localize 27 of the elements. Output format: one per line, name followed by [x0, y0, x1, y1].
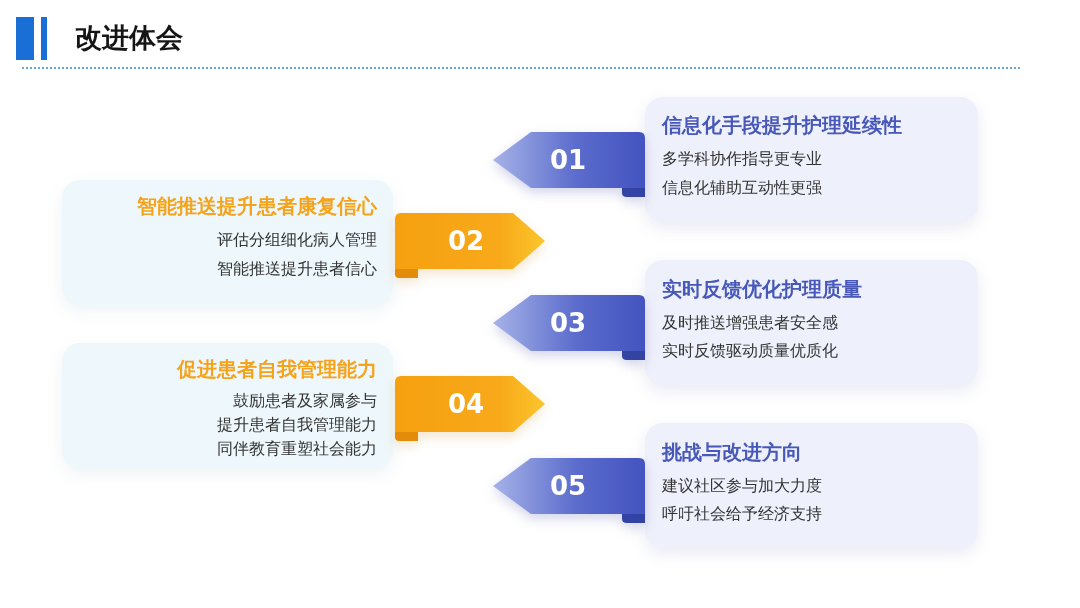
- step-number: 03: [548, 307, 588, 340]
- card-heading: 促进患者自我管理能力: [177, 356, 377, 383]
- card-text: 同伴教育重塑社会能力: [217, 439, 377, 460]
- step-number: 05: [548, 470, 588, 503]
- card-text: 鼓励患者及家属参与: [233, 391, 377, 412]
- card-text: 建议社区参与加大力度: [662, 476, 822, 497]
- card-text: 信息化辅助互动性更强: [662, 178, 822, 199]
- text-card: [62, 343, 393, 468]
- text-card: [645, 97, 978, 222]
- card-text: 及时推送增强患者安全感: [662, 313, 838, 334]
- card-text: 实时反馈驱动质量优质化: [662, 341, 838, 362]
- card-heading: 挑战与改进方向: [662, 439, 802, 466]
- card-text: 提升患者自我管理能力: [217, 415, 377, 436]
- step-number: 02: [446, 225, 486, 258]
- text-card: [62, 180, 393, 305]
- card-text: 呼吁社会给予经济支持: [662, 504, 822, 525]
- card-heading: 信息化手段提升护理延续性: [662, 112, 902, 139]
- text-card: [645, 260, 978, 385]
- text-card: [645, 423, 978, 548]
- page-title: 改进体会: [75, 21, 183, 55]
- card-heading: 实时反馈优化护理质量: [662, 276, 862, 303]
- step-number: 04: [446, 388, 486, 421]
- step-number: 01: [548, 144, 588, 177]
- card-heading: 智能推送提升患者康复信心: [137, 193, 377, 220]
- card-text: 智能推送提升患者信心: [217, 259, 377, 280]
- card-text: 多学科协作指导更专业: [662, 149, 822, 170]
- card-text: 评估分组细化病人管理: [217, 230, 377, 251]
